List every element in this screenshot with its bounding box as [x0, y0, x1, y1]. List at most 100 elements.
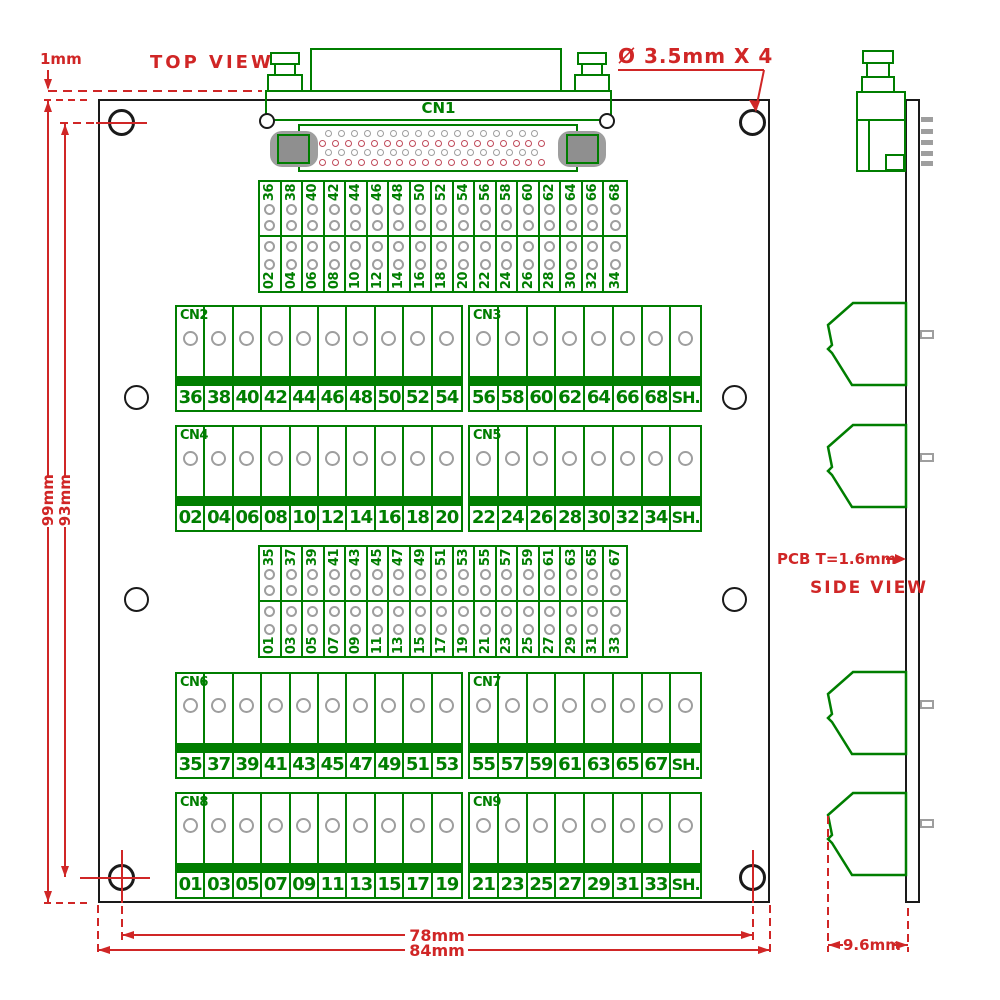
- top-view-title: TOP VIEW: [150, 52, 274, 73]
- strip-pin-hole: [371, 241, 383, 252]
- terminal-number: 34: [643, 506, 672, 530]
- strip-pin-hole: [587, 569, 599, 581]
- strip-cell: 23: [497, 602, 519, 656]
- terminal-number: 04: [205, 506, 234, 530]
- strip-pin-hole: [609, 259, 621, 270]
- terminal-screw-hole: [267, 698, 283, 713]
- strip-pin-hole: [307, 204, 319, 216]
- strip-cell: 64: [561, 182, 583, 235]
- strip-pin-hole: [479, 204, 491, 216]
- strip-cell: 51: [432, 547, 454, 600]
- terminal-number: 15: [376, 873, 405, 897]
- terminal-screw-hole: [619, 331, 635, 346]
- strip-cell: 61: [540, 547, 562, 600]
- terminal-screw-hole: [648, 698, 664, 713]
- strip-pin-hole: [436, 624, 448, 635]
- cn1-flange-hole-right: [599, 113, 615, 129]
- terminal-number: 20: [435, 507, 459, 528]
- strip-pin-number: 37: [283, 549, 299, 567]
- terminal-cell: [319, 307, 348, 376]
- terminal-number: 30: [585, 506, 614, 530]
- terminal-number: 07: [262, 873, 291, 897]
- strip-cell: 01: [260, 602, 282, 656]
- terminal-number: SH.: [671, 875, 700, 894]
- terminal-screw-hole: [678, 331, 694, 346]
- strip-pin-number: 38: [283, 184, 299, 202]
- terminal-number: 19: [435, 874, 459, 895]
- cn1-pin: [479, 149, 487, 156]
- terminal-cells: [470, 674, 700, 743]
- terminal-screw-hole: [409, 698, 425, 713]
- terminal-screw-hole: [439, 818, 455, 833]
- cn1-pin: [363, 149, 371, 156]
- strip-cell: 65: [583, 547, 605, 600]
- cn1-pin: [454, 149, 461, 156]
- strip-pin-number: 29: [563, 636, 579, 654]
- strip-pin-hole: [501, 606, 513, 617]
- strip-pin-number: 39: [305, 549, 321, 567]
- cn1-pin: [428, 149, 436, 156]
- terminal-screw-hole: [239, 451, 255, 466]
- cn1-pin: [448, 139, 455, 147]
- cn1-pin: [409, 139, 417, 147]
- strip-pin-hole: [458, 606, 470, 617]
- strip-cell: 16: [411, 237, 433, 291]
- strip-pin-number: 60: [520, 184, 536, 202]
- terminal-number: 50: [376, 386, 405, 410]
- dim-99mm-label: 99mm: [38, 474, 57, 527]
- strip-pin-hole: [285, 606, 297, 617]
- strip-pin-hole: [264, 220, 276, 231]
- strip-pin-hole: [264, 569, 276, 581]
- terminal-screw-hole: [182, 698, 198, 713]
- cn1-pin: [531, 130, 539, 137]
- terminal-screw-hole: [475, 331, 491, 346]
- strip-pin-hole: [285, 624, 297, 635]
- terminal-screw-hole: [678, 451, 694, 466]
- strip-pin-hole: [285, 220, 297, 231]
- strip-pin-hole: [522, 624, 534, 635]
- strip-cell: 43: [346, 547, 368, 600]
- strip-pin-hole: [328, 569, 340, 581]
- strip-pin-hole: [264, 204, 276, 216]
- terminal-block-label: CN8: [180, 795, 208, 810]
- strip-pin-hole: [458, 204, 470, 216]
- strip-cell: 68: [604, 182, 626, 235]
- terminal-block-label: CN4: [180, 428, 208, 443]
- strip-pin-hole: [393, 569, 405, 581]
- strip-pin-hole: [414, 241, 426, 252]
- terminal-screw-hole: [648, 451, 664, 466]
- terminal-screw-hole: [381, 818, 397, 833]
- strip-pin-hole: [371, 585, 383, 596]
- strip-cell: 26: [518, 237, 540, 291]
- terminal-block-label: CN6: [180, 675, 208, 690]
- terminal-cell: [643, 674, 672, 743]
- terminal-number: 39: [234, 753, 263, 777]
- strip-cell: 44: [346, 182, 368, 235]
- strip-cell: 60: [518, 182, 540, 235]
- strip-pin-hole: [350, 204, 362, 216]
- terminal-cell: [671, 674, 700, 743]
- terminal-cell: [177, 794, 206, 863]
- terminal-screw-hole: [504, 331, 520, 346]
- strip-pin-hole: [436, 259, 448, 270]
- strip-cell: 38: [282, 182, 304, 235]
- terminal-screw-hole: [648, 331, 664, 346]
- terminal-cells: [177, 427, 461, 496]
- cn1-pin: [383, 158, 391, 166]
- terminal-cell: [177, 307, 206, 376]
- strip-pin-hole: [522, 220, 534, 231]
- strip-cell: 28: [540, 237, 562, 291]
- strip-cell: 34: [604, 237, 626, 291]
- strip-pin-hole: [436, 220, 448, 231]
- terminal-screw-hole: [678, 698, 694, 713]
- side-terminal-block-3: [826, 670, 908, 756]
- cn1-pin: [389, 149, 397, 156]
- cn1-flange-hole-left: [259, 113, 275, 129]
- strip-cell: 29: [561, 602, 583, 656]
- cn1-pin: [350, 149, 358, 156]
